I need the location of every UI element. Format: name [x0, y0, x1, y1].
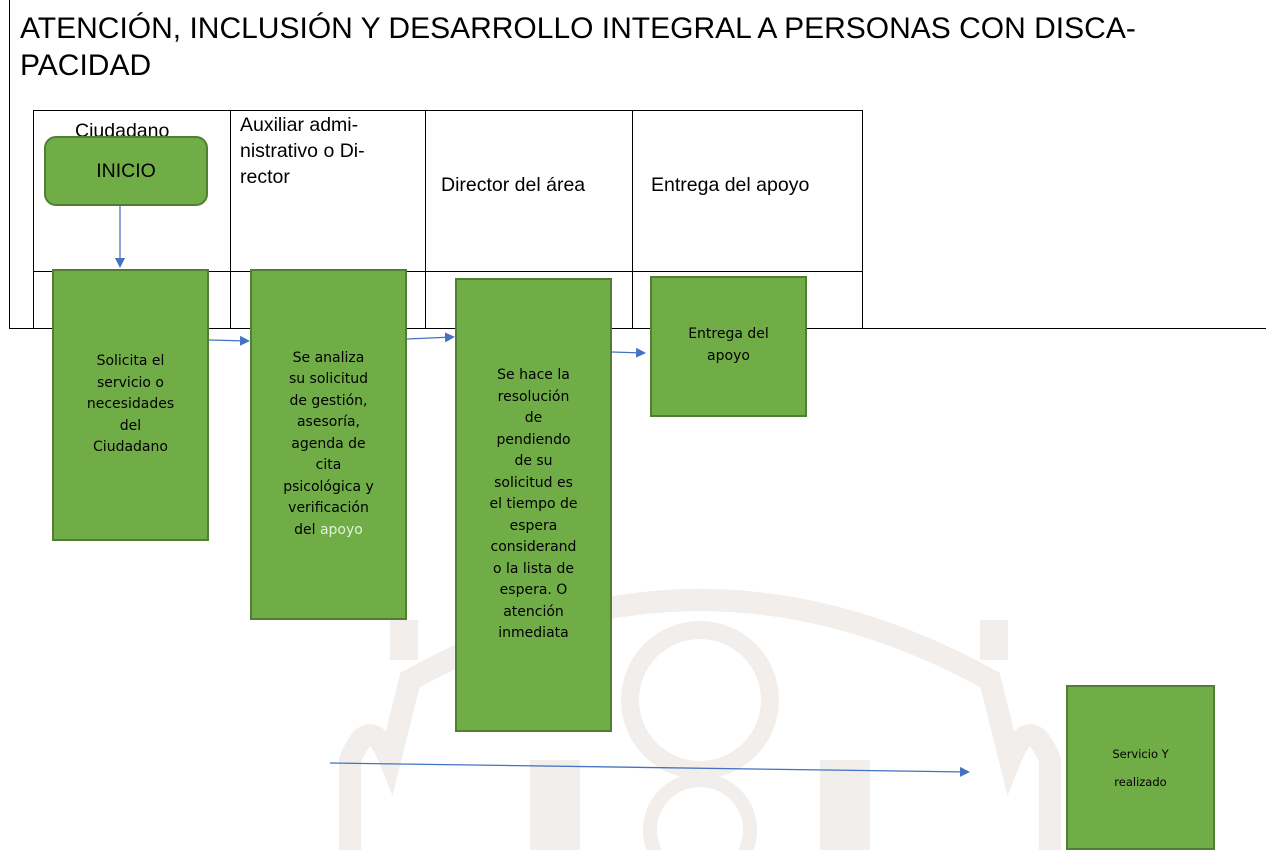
- lane-label-auxiliar: Auxiliar admi- nistrativo o Di- rector: [240, 114, 365, 188]
- step-solicita-servicio: Solicita el servicio o necesidades del C…: [52, 269, 209, 541]
- frame-left-border: [9, 0, 10, 329]
- frame-bottom-line-left: [9, 328, 33, 329]
- step-entrega-apoyo: Entrega del apoyo: [650, 276, 807, 417]
- frame-bottom-line-right: [862, 328, 1266, 329]
- step-resolucion: Se hace la resolución de pendiendo de su…: [455, 278, 612, 732]
- arrow-solicita-to-analiza: [208, 335, 250, 346]
- end-node-servicio-realizado: Servicio Y realizado: [1066, 685, 1215, 850]
- page-title: ATENCIÓN, INCLUSIÓN Y DESARROLLO INTEGRA…: [20, 10, 1250, 84]
- step-analiza-solicitud: Se analiza su solicitud de gestión, ases…: [250, 269, 407, 620]
- start-node-label: INICIO: [96, 159, 156, 182]
- watermark-crest: [339, 589, 1061, 850]
- lane-label-entrega: Entrega del apoyo: [651, 174, 810, 196]
- arrow-resolucion-to-entrega: [611, 347, 646, 358]
- highlighted-word: apoyo: [319, 521, 363, 538]
- arrow-analiza-to-resolucion: [406, 332, 455, 343]
- title-line-1: ATENCIÓN, INCLUSIÓN Y DESARROLLO INTEGRA…: [20, 12, 1136, 45]
- lane-label-director: Director del área: [441, 174, 586, 196]
- title-line-2: PACIDAD: [20, 49, 152, 82]
- start-node: INICIO: [44, 136, 208, 206]
